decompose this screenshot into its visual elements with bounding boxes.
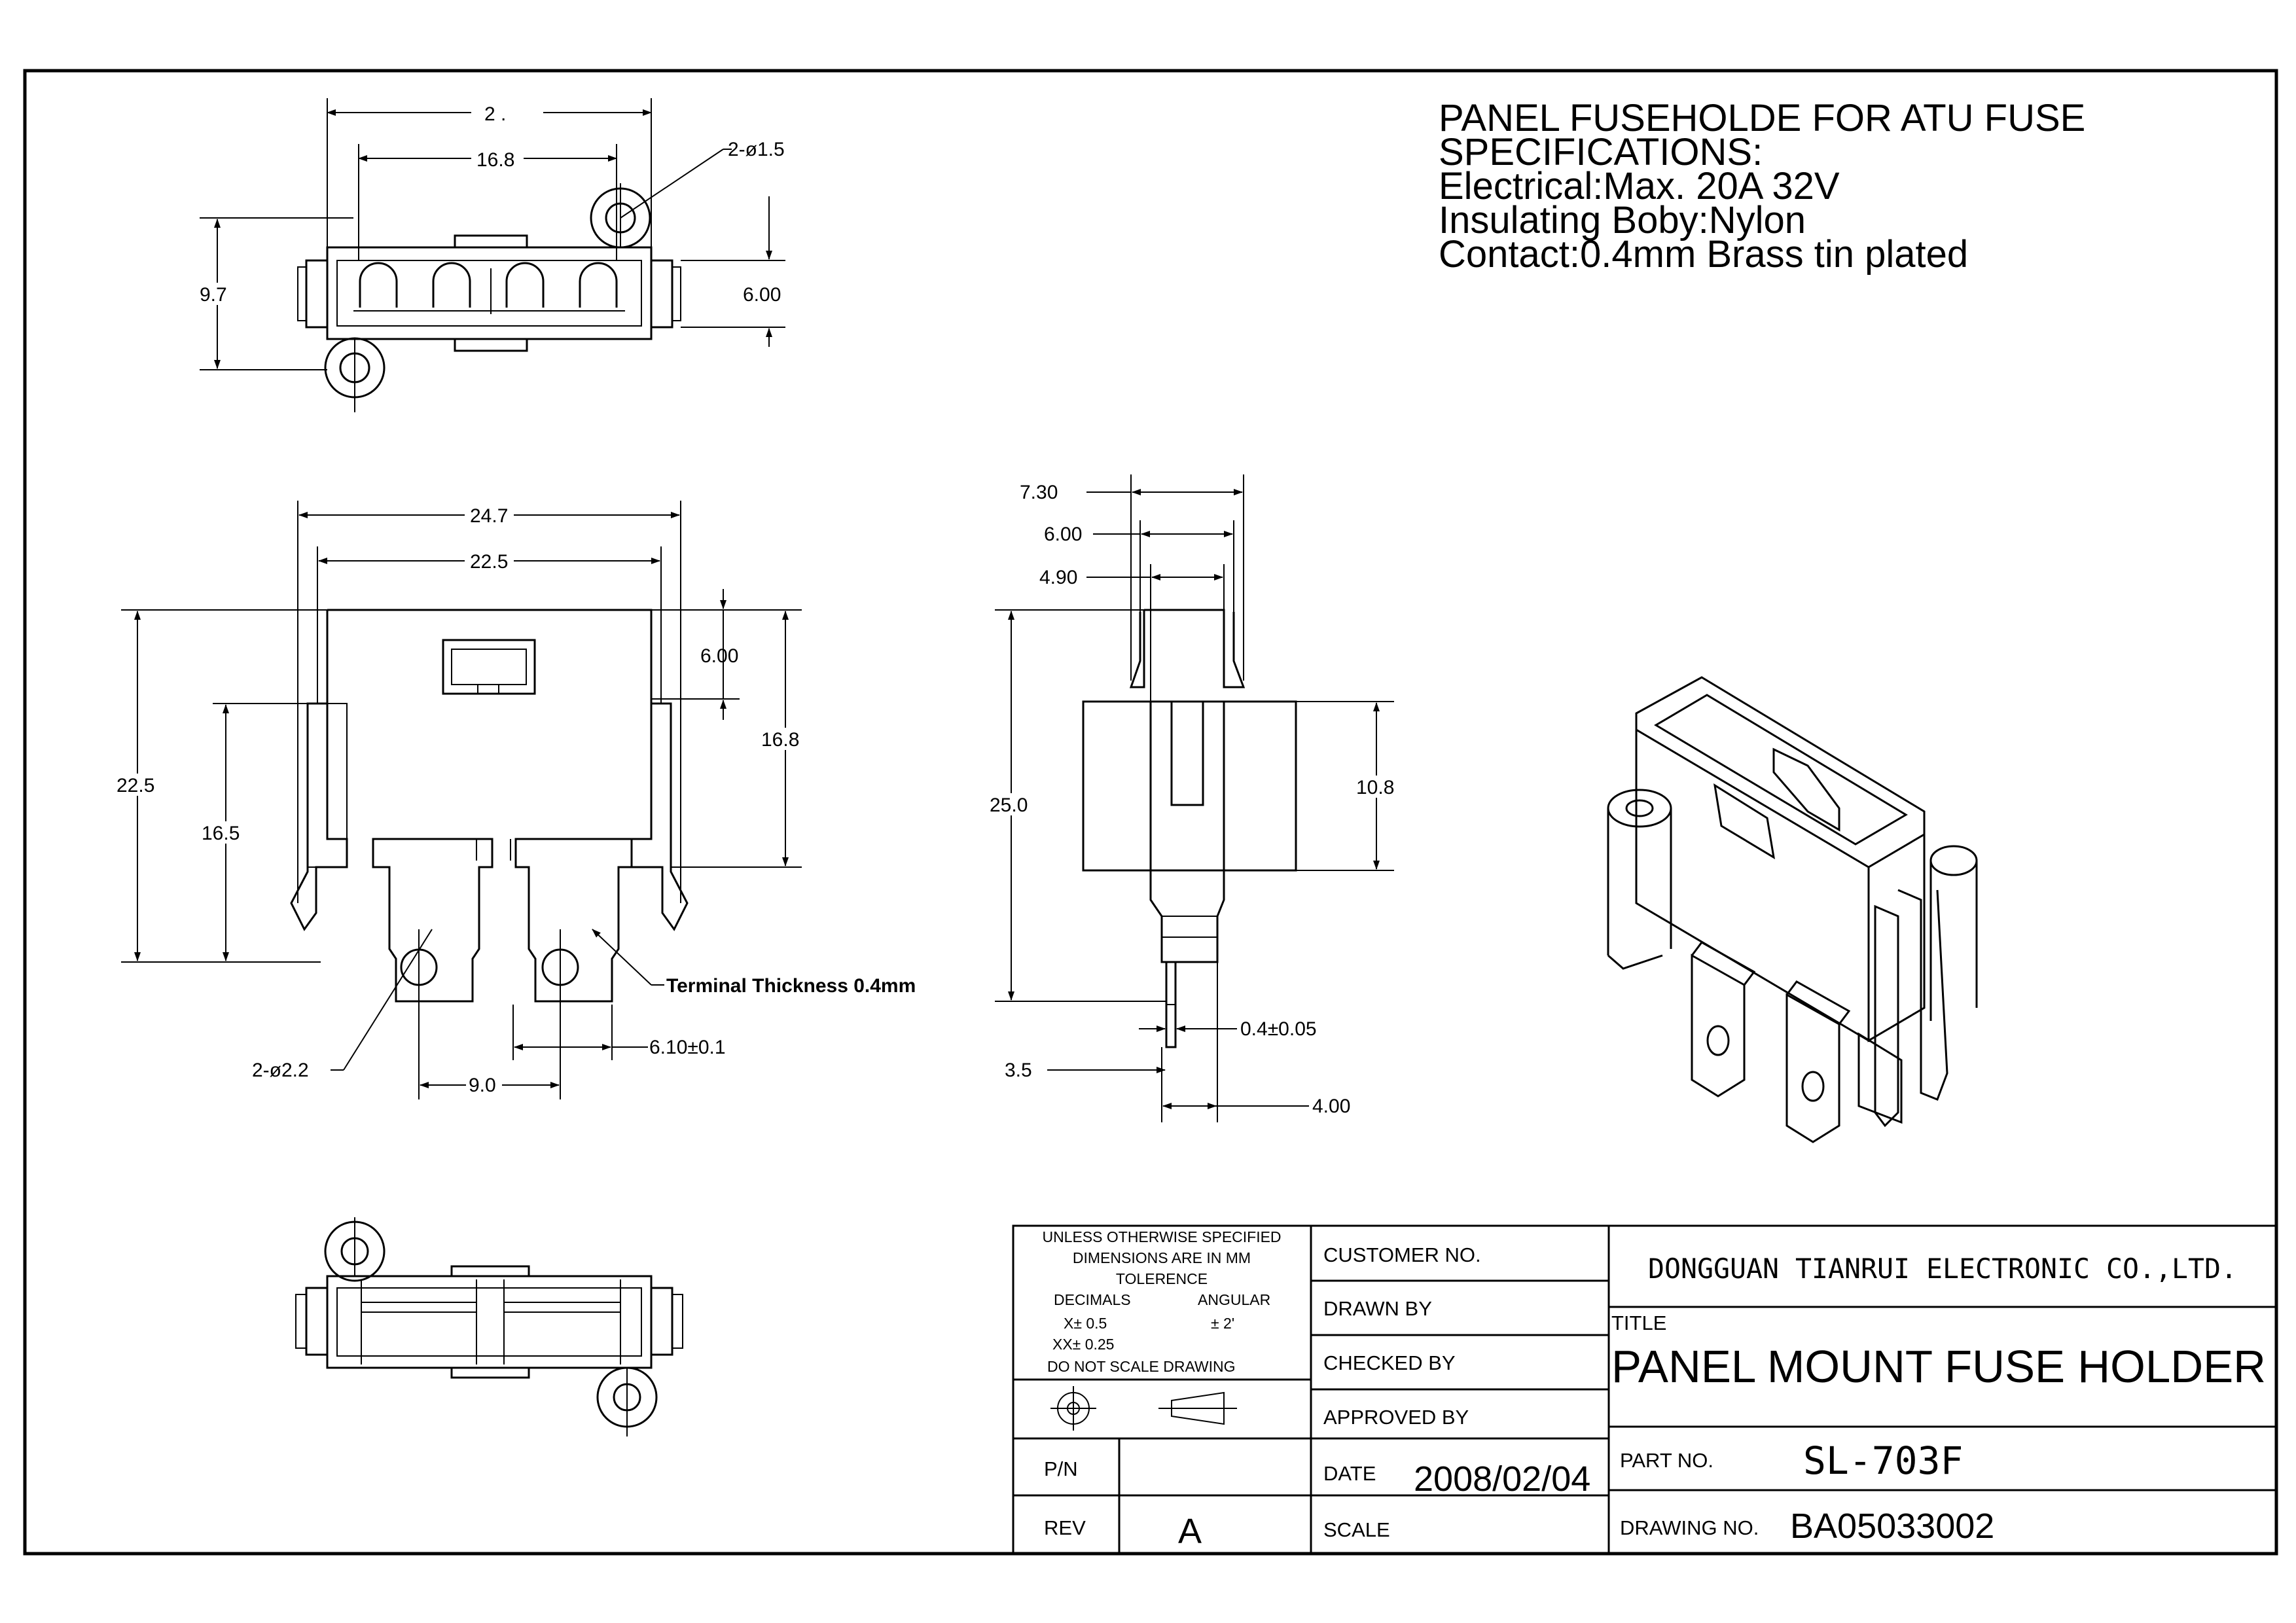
side-dim-tip-width: 4.00 xyxy=(1312,1096,1350,1117)
tb-title-value: PANEL MOUNT FUSE HOLDER xyxy=(1611,1341,2266,1392)
front-dim-body-height: 16.5 xyxy=(202,823,240,844)
front-dim-right-height: 16.8 xyxy=(761,729,799,751)
tb-part-no-value: SL-703F xyxy=(1803,1438,1963,1483)
tb-title-label: TITLE xyxy=(1611,1311,1666,1334)
front-dim-outer-width: 24.7 xyxy=(470,505,508,527)
top-dim-overall: 2 . xyxy=(484,103,506,125)
tb-tolerance-line-1: UNLESS OTHERWISE SPECIFIED xyxy=(1042,1228,1281,1245)
tb-tolerance-line-3: TOLERENCE xyxy=(1116,1270,1208,1287)
front-dim-window: 6.00 xyxy=(700,645,738,667)
tb-decimals-label: DECIMALS xyxy=(1054,1291,1131,1308)
side-dim-height: 25.0 xyxy=(990,794,1028,816)
side-dim-d2: 6.00 xyxy=(1044,524,1082,545)
tb-rev-value: A xyxy=(1178,1512,1202,1551)
tb-no-scale: DO NOT SCALE DRAWING xyxy=(1047,1358,1236,1375)
spec-insulating: Insulating Boby:Nylon xyxy=(1439,199,1806,241)
front-dim-inner-width: 22.5 xyxy=(470,551,508,573)
front-view: 24.7 22.5 22.5 16.5 6.00 16.8 Terminal T… xyxy=(115,501,916,1099)
spec-electrical: Electrical:Max. 20A 32V xyxy=(1439,165,1840,207)
tb-pn-label: P/N xyxy=(1044,1457,1078,1480)
top-dim-depth: 6.00 xyxy=(743,284,781,306)
top-dim-hole: 2-ø1.5 xyxy=(728,139,785,160)
tb-date-label: DATE xyxy=(1323,1462,1376,1485)
side-dim-flange: 10.8 xyxy=(1356,777,1394,798)
tb-company-name: DONGGUAN TIANRUI ELECTRONIC CO.,LTD. xyxy=(1648,1253,2237,1285)
front-note-terminal-thickness: Terminal Thickness 0.4mm xyxy=(666,975,916,997)
side-view: 7.30 6.00 4.90 25.0 10.8 0.4±0.05 3.5 4.… xyxy=(988,474,1401,1122)
spec-heading: SPECIFICATIONS: xyxy=(1439,131,1763,173)
bottom-view xyxy=(295,1217,683,1436)
tb-tolerance-line-2: DIMENSIONS ARE IN MM xyxy=(1073,1249,1251,1266)
front-dim-terminal-width: 6.10±0.1 xyxy=(649,1037,726,1058)
tb-customer-no: CUSTOMER NO. xyxy=(1323,1243,1481,1266)
tb-angular-label: ANGULAR xyxy=(1198,1291,1270,1308)
side-dim-tip: 3.5 xyxy=(1005,1060,1032,1081)
title-block: UNLESS OTHERWISE SPECIFIED DIMENSIONS AR… xyxy=(1012,1224,2278,1554)
specifications-block: PANEL FUSEHOLDE FOR ATU FUSE SPECIFICATI… xyxy=(1439,97,2085,276)
side-dim-thickness: 0.4±0.05 xyxy=(1240,1018,1317,1040)
tb-drawing-no-label: DRAWING NO. xyxy=(1620,1516,1759,1539)
top-dim-height: 9.7 xyxy=(200,284,227,306)
front-dim-terminal-hole: 2-ø2.2 xyxy=(252,1060,309,1081)
tb-rev-label: REV xyxy=(1044,1516,1086,1539)
projection-symbol-icon xyxy=(1050,1386,1237,1431)
front-dim-terminal-pitch: 9.0 xyxy=(469,1075,496,1096)
tb-angular-tolerance: ± 2' xyxy=(1211,1315,1234,1332)
tb-checked-by: CHECKED BY xyxy=(1323,1351,1456,1374)
tb-date-value: 2008/02/04 xyxy=(1414,1459,1590,1499)
tb-drawn-by: DRAWN BY xyxy=(1323,1297,1432,1320)
spec-contact: Contact:0.4mm Brass tin plated xyxy=(1439,233,1968,276)
top-view: 2 . 16.8 2-ø1.5 9.7 6.00 xyxy=(196,98,785,412)
tb-xx-tolerance: XX± 0.25 xyxy=(1052,1336,1114,1353)
top-view-contacts xyxy=(353,262,625,314)
top-dim-inner: 16.8 xyxy=(476,149,514,171)
spec-title: PANEL FUSEHOLDE FOR ATU FUSE xyxy=(1439,97,2085,139)
tb-drawing-no-value: BA05033002 xyxy=(1790,1507,1994,1546)
tb-scale-label: SCALE xyxy=(1323,1518,1390,1541)
side-dim-d3: 4.90 xyxy=(1039,567,1077,588)
front-dim-total-height: 22.5 xyxy=(117,775,154,796)
side-dim-d1: 7.30 xyxy=(1020,482,1058,503)
tb-x-tolerance: X± 0.5 xyxy=(1064,1315,1107,1332)
tb-approved-by: APPROVED BY xyxy=(1323,1406,1469,1429)
isometric-view xyxy=(1607,676,1978,1143)
tb-part-no-label: PART NO. xyxy=(1620,1449,1713,1472)
